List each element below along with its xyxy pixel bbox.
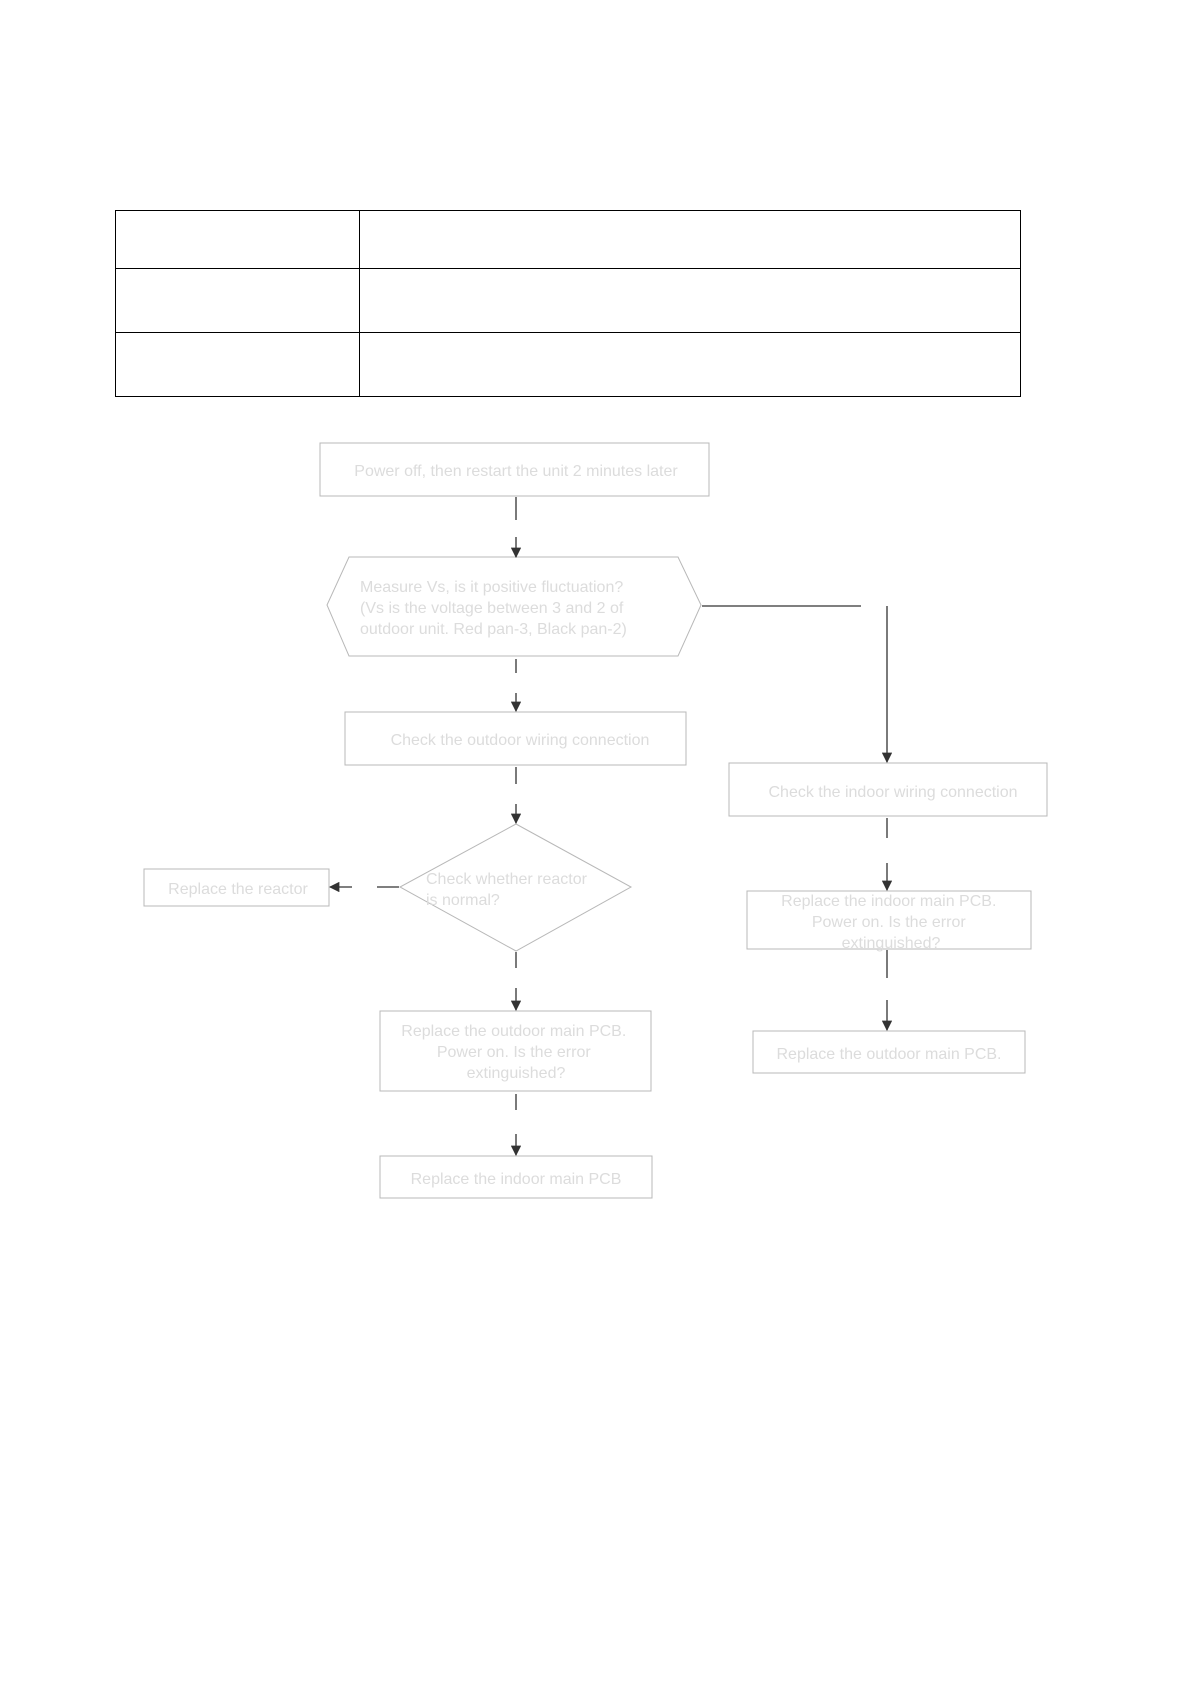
svg-text:Replace the reactor: Replace the reactor <box>168 881 308 898</box>
node-measure-vs-line: (Vs is the voltage between 3 and 2 of <box>360 600 624 617</box>
svg-text:Check the indoor wiring connec: Check the indoor wiring connection <box>768 784 1017 801</box>
svg-text:Replace the indoor main PCB: Replace the indoor main PCB <box>411 1171 622 1188</box>
node-replace-outdoor-pcb-question-line: extinguished? <box>467 1065 566 1082</box>
svg-text:Power off, then restart the un: Power off, then restart the unit 2 minut… <box>354 463 678 480</box>
node-check-indoor-wiring-line: Check the indoor wiring connection <box>768 784 1017 801</box>
node-measure-vs-line: Measure Vs, is it positive fluctuation? <box>360 579 623 596</box>
node-check-indoor-wiring: Check the indoor wiring connection <box>728 762 1048 817</box>
node-replace-indoor-pcb: Replace the indoor main PCB <box>379 1155 653 1199</box>
node-check-reactor-line: is normal? <box>426 892 500 909</box>
node-replace-indoor-pcb-question-line: extinguished? <box>842 935 941 952</box>
svg-text:Replace the outdoor main PCB.: Replace the outdoor main PCB. Power on. … <box>401 1023 630 1082</box>
svg-text:Check the outdoor wiring conne: Check the outdoor wiring connection <box>391 732 650 749</box>
node-replace-outdoor-pcb-question-line: Power on. Is the error <box>437 1044 592 1061</box>
node-measure-vs: Measure Vs, is it positive fluctuation? … <box>326 556 702 657</box>
node-replace-reactor-line: Replace the reactor <box>168 881 308 898</box>
node-replace-outdoor-pcb: Replace the outdoor main PCB. <box>752 1030 1026 1074</box>
node-replace-outdoor-pcb-question-line: Replace the outdoor main PCB. <box>401 1023 626 1040</box>
table-cell-label <box>115 268 360 333</box>
node-replace-outdoor-pcb-line: Replace the outdoor main PCB. <box>776 1046 1001 1063</box>
node-replace-indoor-pcb-line: Replace the indoor main PCB <box>411 1171 622 1188</box>
node-check-reactor-line: Check whether reactor <box>426 871 588 888</box>
node-check-reactor: Check whether reactor is normal? <box>398 823 633 952</box>
table-cell-label <box>115 332 360 397</box>
node-replace-indoor-pcb-question-line: Power on. Is the error <box>812 914 967 931</box>
node-check-outdoor-wiring-line: Check the outdoor wiring connection <box>391 732 650 749</box>
node-power-off: Power off, then restart the unit 2 minut… <box>319 442 710 497</box>
node-measure-vs-line: outdoor unit. Red pan-3, Black pan-2) <box>360 621 627 638</box>
svg-text:Check whether reactor: Check whether reactor is normal? <box>426 871 591 909</box>
svg-text:Measure Vs, is it positive f: Measure Vs, is it positive fluctuation? … <box>360 579 628 638</box>
node-replace-reactor: Replace the reactor <box>143 868 330 907</box>
svg-text:Replace the outdoor main PCB.: Replace the outdoor main PCB. <box>776 1046 1001 1063</box>
node-check-outdoor-wiring: Check the outdoor wiring connection <box>344 711 687 766</box>
node-replace-indoor-pcb-question: Replace the indoor main PCB. Power on. I… <box>746 890 1032 952</box>
table-cell-label <box>115 210 360 269</box>
node-replace-indoor-pcb-question-line: Replace the indoor main PCB. <box>781 893 996 910</box>
table-row <box>115 332 1021 397</box>
table-cell-value <box>359 332 1021 397</box>
node-replace-outdoor-pcb-question: Replace the outdoor main PCB. Power on. … <box>379 1010 652 1092</box>
info-table <box>115 210 1021 397</box>
node-power-off-line: Power off, then restart the unit 2 minut… <box>354 463 678 480</box>
svg-text:Replace the indoor main PCB.: Replace the indoor main PCB. Power on. I… <box>781 893 1001 952</box>
